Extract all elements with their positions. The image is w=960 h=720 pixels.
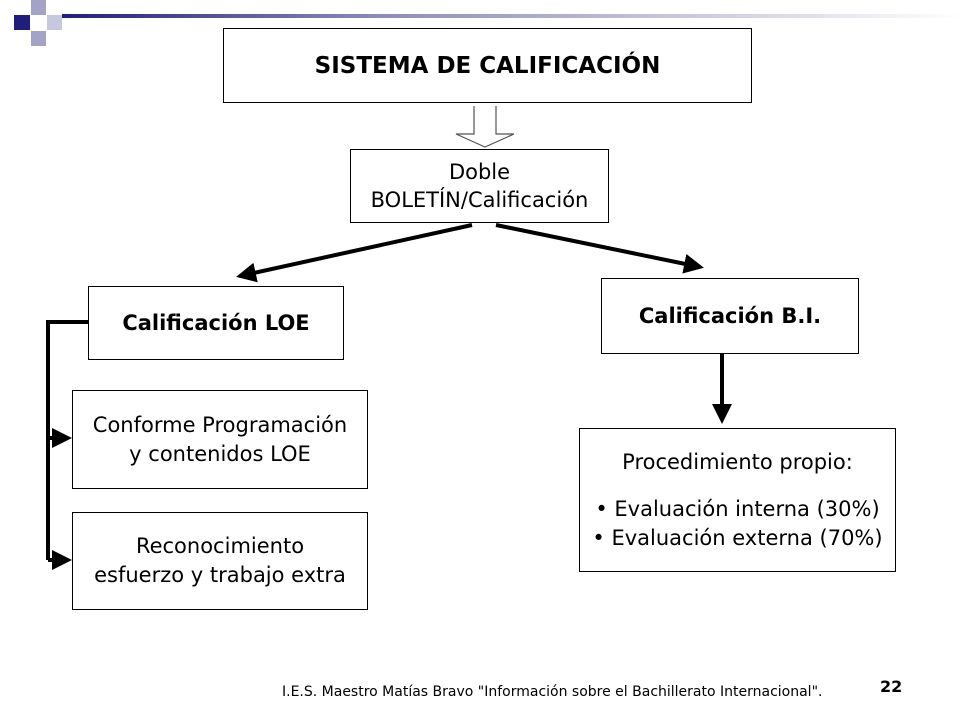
bi-label: Calificación B.I.: [638, 304, 822, 328]
calificacion-loe-box: Calificación LOE: [88, 286, 344, 360]
procedimiento-heading: Procedimiento propio:: [622, 449, 853, 474]
conforme-line1: Conforme Programación: [92, 412, 348, 437]
decor-square-light: [31, 0, 46, 15]
reconocimiento-line2: esfuerzo y trabajo extra: [94, 563, 346, 587]
decor-square-light: [47, 15, 62, 30]
doble-boletin-box: Doble BOLETÍN/Calificación: [350, 149, 609, 223]
decor-square-light: [31, 31, 46, 46]
decor-bar: [62, 14, 960, 18]
procedimiento-item: • Evaluación interna (30%): [595, 496, 880, 521]
reconocimiento-line1: Reconocimiento: [135, 534, 305, 558]
title-box: SISTEMA DE CALIFICACIÓN: [223, 28, 752, 103]
doble-line2: BOLETÍN/Calificación: [370, 188, 589, 212]
block-arrow-down: [455, 106, 515, 148]
decor-square-dark: [14, 15, 30, 30]
reconocimiento-box: Reconocimiento esfuerzo y trabajo extra: [72, 512, 368, 610]
page-number: 22: [880, 677, 903, 696]
doble-line1: Doble: [448, 160, 511, 184]
title-text: SISTEMA DE CALIFICACIÓN: [314, 52, 661, 79]
procedimiento-item: • Evaluación externa (70%): [592, 525, 883, 550]
header-decoration: [14, 0, 960, 46]
loe-label: Calificación LOE: [122, 311, 310, 335]
calificacion-bi-box: Calificación B.I.: [601, 278, 859, 354]
footer-text: I.E.S. Maestro Matías Bravo "Información…: [282, 684, 823, 700]
conforme-line2: y contenidos LOE: [129, 441, 311, 466]
conforme-programacion-box: Conforme Programación y contenidos LOE: [72, 390, 368, 489]
arrow-to-loe: [236, 223, 473, 283]
procedimiento-box: Procedimiento propio: • Evaluación inter…: [579, 428, 896, 572]
arrow-to-bi: [495, 223, 704, 274]
